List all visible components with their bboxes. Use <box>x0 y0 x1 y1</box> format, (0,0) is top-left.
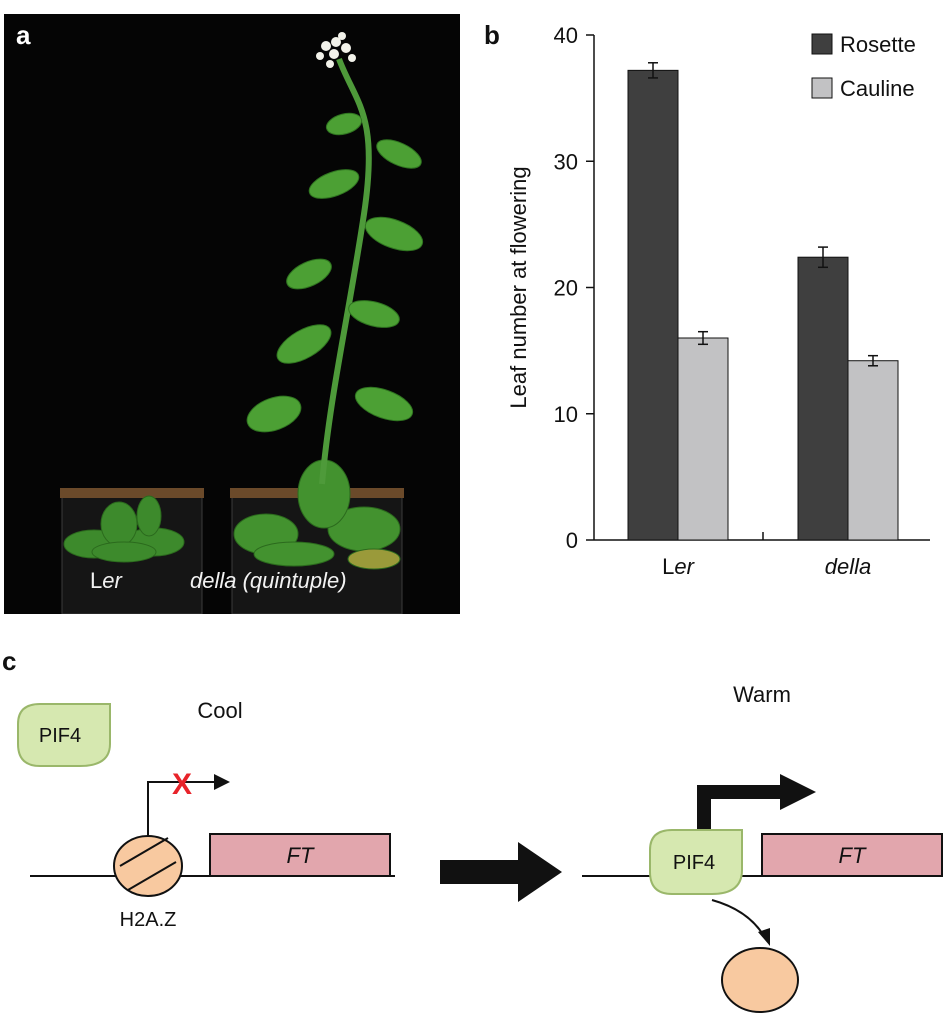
pif4-warm-label: PIF4 <box>673 852 715 874</box>
eviction-arrow-head <box>758 928 770 946</box>
h2az-label: H2A.Z <box>120 909 177 931</box>
h2az-nucleosome <box>113 835 183 897</box>
y-tick-label: 40 <box>554 23 578 48</box>
photo-caption-ler: Ler <box>90 568 122 594</box>
pif4-cool-shape <box>17 703 111 767</box>
ft-gene-warm <box>761 833 943 877</box>
legend-swatch-rosette <box>811 33 833 55</box>
x-tick-label: della <box>825 554 871 579</box>
y-tick-label: 30 <box>554 149 578 174</box>
nucleosome-stripe-2 <box>127 861 177 891</box>
y-tick-label: 0 <box>566 528 578 553</box>
legend-label-cauline: Cauline <box>840 76 915 101</box>
y-tick-label: 20 <box>554 276 578 301</box>
caption-della-italic: della (quintuple) <box>190 568 347 593</box>
diagram-svg: PIF4 Cool X H2A.Z FT Warm FT PIF4 <box>17 682 943 1013</box>
tss-arrow-warm <box>697 785 784 836</box>
caption-ler-prefix: L <box>90 568 103 593</box>
bar-cauline-della <box>847 360 899 541</box>
bar-rosette-ler <box>627 69 679 541</box>
panel-label-a: a <box>16 20 31 50</box>
caption-ler-italic: er <box>102 568 122 593</box>
legend-label-rosette: Rosette <box>840 32 916 57</box>
pif4-cool-label: PIF4 <box>39 725 81 747</box>
ft-label-cool: FT <box>287 843 315 868</box>
ft-gene-cool <box>209 833 391 877</box>
plant-illustration <box>60 32 424 614</box>
blocked-x-icon: X <box>172 768 192 801</box>
warm-label: Warm <box>733 682 791 707</box>
y-axis-label: Leaf number at flowering <box>506 166 531 408</box>
pif4-warm-shape <box>649 829 743 895</box>
pif4-diagram: PIF4 Cool X H2A.Z FT Warm FT PIF4 <box>0 640 946 1016</box>
panel-label-c: c <box>2 646 17 676</box>
bar-cauline-ler <box>677 337 729 541</box>
evicted-nucleosome <box>721 947 799 1013</box>
photo-caption-della: della (quintuple) <box>190 568 347 594</box>
panel-label-b: b <box>484 20 500 50</box>
ft-label-warm: FT <box>839 843 867 868</box>
tss-arrow-head-cool <box>214 774 230 790</box>
tss-arrow-cool <box>147 781 214 840</box>
eviction-arrow <box>711 899 765 937</box>
bar-rosette-della <box>797 256 849 541</box>
plant-photograph <box>4 14 460 614</box>
transition-arrow-icon <box>440 842 562 902</box>
cool-label: Cool <box>197 698 242 723</box>
legend-swatch-cauline <box>811 77 833 99</box>
tss-arrow-head-warm <box>780 774 816 810</box>
x-tick-label: Ler <box>662 554 695 579</box>
nucleosome-stripe-1 <box>119 837 169 867</box>
y-tick-label: 10 <box>554 402 578 427</box>
